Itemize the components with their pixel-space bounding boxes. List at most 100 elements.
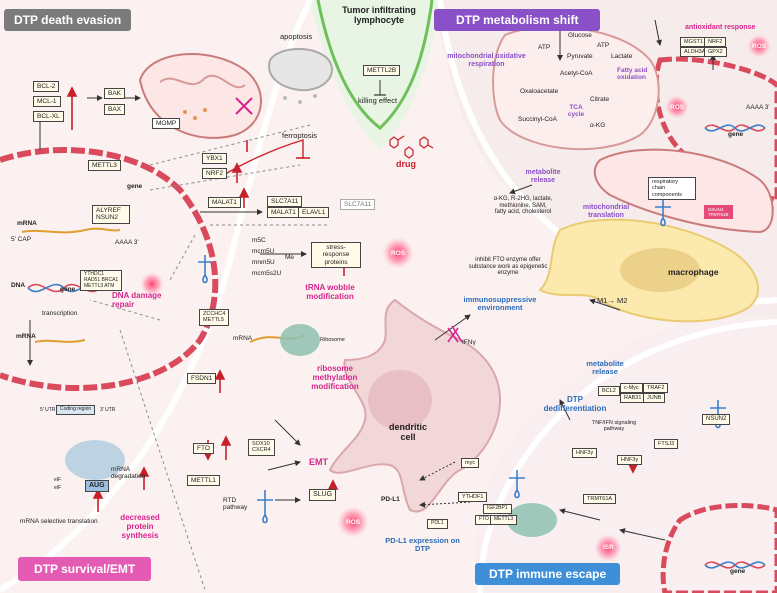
mrna-label-2: mRNA <box>16 333 36 340</box>
dna-gene-label: gene <box>60 286 76 293</box>
nrf2-box-left: NRF2 <box>202 168 227 180</box>
dendritic-cell-shape <box>328 298 502 513</box>
dna-helix-right <box>704 124 766 132</box>
dna-damage-repair-label: DNA damage repair <box>112 291 162 309</box>
isr-label: ISR <box>603 544 614 551</box>
ftsj3-box: FTSJ3 <box>654 439 679 450</box>
bax-box: BAX <box>104 104 126 116</box>
cap-label: 5' CAP <box>11 236 32 243</box>
nsun2-label: NSUN2 <box>96 214 119 222</box>
atp-label-1: ATP <box>597 42 610 49</box>
bcl2-box-immune: BCL2 <box>598 386 620 397</box>
macrophage-cell <box>538 218 759 323</box>
ros-emt-label: ROS <box>346 519 361 526</box>
cmyc-box: c-Myc <box>620 383 643 394</box>
ros-mid-right-label: ROS <box>670 104 685 111</box>
myc-box: myc <box>461 458 480 469</box>
tnf-pathway-label: TNF/IFN signaling pathway <box>591 420 637 433</box>
aaaa-label-nucleus: AAAA 3' <box>115 239 139 246</box>
mito-translation-label: mitochondrial translation <box>582 204 630 219</box>
mettl3-box-immune: METTL3 <box>490 515 518 525</box>
pdl1-box: PDL1 <box>427 519 448 529</box>
eif-label: eIF <box>54 477 62 483</box>
alyref-label: ALYREF <box>96 207 121 214</box>
selective-translation-label: mRNA selective translation <box>20 518 98 525</box>
ybx1-box: YBX1 <box>202 153 227 165</box>
gene-label-left: gene <box>127 183 143 190</box>
slc7a11-ext-box: SLC7A11 <box>340 199 376 211</box>
nrf2-box-right: NRF2 <box>704 37 727 48</box>
aaaa-label-right: AAAA 3' <box>746 104 770 111</box>
header-immune-escape: DTP immune escape <box>475 563 621 585</box>
emt-label: EMT <box>309 457 328 467</box>
decreased-synthesis-label: decreased protein synthesis <box>120 513 160 540</box>
respiratory-chain-box: respiratory chain components <box>648 177 696 200</box>
gene-label-right: gene <box>728 131 744 138</box>
header-survival-emt: DTP survival/EMT <box>18 557 152 581</box>
metabolites-list: α-KG, R-2HG, lactate, methionine, SAM, f… <box>493 196 553 216</box>
mettl2b-box: METTL2B <box>363 65 401 77</box>
citrate-label: Citrate <box>590 96 610 103</box>
malat1-box: MALAT1 <box>208 197 241 209</box>
igf2bp1-box: IGF2BP1 <box>483 504 512 514</box>
pdl1-label: PD-L1 <box>381 496 400 503</box>
dendritic-cell-label: dendritic cell <box>388 422 427 442</box>
bclxl-box: BCL-XL <box>33 111 64 123</box>
fto-inhibit-text: inhibit FTO enzyme offer substance work … <box>468 257 548 277</box>
fatty-acid-label: Fatty acid oxidation <box>617 67 648 82</box>
traf2-box: TRAF2 <box>643 383 669 394</box>
atp-label-2: ATP <box>538 44 551 51</box>
malat1-b-box: MALAT1 <box>267 207 300 219</box>
trna-mod-m5c: m5C <box>252 237 266 244</box>
stress-response-box: stress-response proteins <box>311 242 361 269</box>
drug-molecules <box>389 135 434 159</box>
elavl1-box: ELAVL1 <box>298 207 330 219</box>
slc7a11-box: SLC7A11 <box>267 196 303 208</box>
me-label: Me <box>285 254 295 261</box>
dedifferentiation-label: DTP dedifferentiation <box>543 395 607 413</box>
mcl1-box: MCL-1 <box>33 96 61 108</box>
rab31-box: RAB31 <box>620 393 646 404</box>
ifny-label: IFNγ <box>462 339 476 346</box>
nsun2-box-immune: NSUN2 <box>702 414 731 425</box>
bak-box: BAK <box>104 88 126 100</box>
ribosome-label: Ribosome <box>320 337 345 343</box>
mrna-label-nucleus: mRNA <box>17 220 37 227</box>
mito-respiration-label: mitochondrial oxidative respiration <box>447 53 526 68</box>
trna-mod-mcm5s2u: mcm5s2U <box>252 270 282 277</box>
trna-mod-mnm5u: mnm5U <box>252 259 275 266</box>
dna-label: DNA <box>11 282 26 289</box>
glucose-label: Glucose <box>568 32 592 39</box>
ferroptosis-label: ferroptosis <box>282 131 318 140</box>
m1-m2-label: M1→ M2 <box>597 296 628 305</box>
gene-label-bottom-right: gene <box>730 568 746 575</box>
ythdf1-box: YTHDF1 <box>458 492 488 503</box>
trmt61a-box: TRMT61A <box>583 494 617 505</box>
eif-label-2: eIF <box>54 485 62 491</box>
metabolite-release-label-bottom: metabolite release <box>586 359 624 377</box>
antioxidant-label: antioxidant response <box>685 24 756 31</box>
metabolite-release-label-top: metabolite release <box>525 169 561 184</box>
junb-box: JUNB <box>643 393 666 404</box>
zcchc4-mettl5-box: ZCCHC4 METTL5 <box>199 309 230 326</box>
ribosome-mrna-label: mRNA <box>233 335 253 342</box>
pdl1-expression-label: PD-L1 expression on DTP <box>385 536 460 554</box>
mettl1-box: METTL1 <box>187 475 220 487</box>
akg-label: α-KG <box>590 122 606 129</box>
ros-center-label: ROS <box>391 250 406 257</box>
nsun4-trmt61b-box: NSUN4 TRMT61B <box>704 205 733 220</box>
ribosome-methylation-label: ribosome methylation modification <box>311 364 359 391</box>
transcription-label: transcription <box>42 310 78 317</box>
mettl3-box: METTL3 <box>88 160 121 172</box>
macrophage-label: macrophage <box>668 267 719 277</box>
apoptosis-label: apoptosis <box>280 32 313 41</box>
pyruvate-label: Pyruvate <box>567 53 593 60</box>
gpx2-box: GPX2 <box>704 47 727 58</box>
acetyl-coa-label: Acetyl-CoA <box>560 70 593 77</box>
trna-wobble-label: tRNA wobble modification <box>305 283 355 301</box>
sox10-cxcr4-box: SOX10 CXCR4 <box>248 439 275 456</box>
drug-label: drug <box>396 159 416 169</box>
immunosuppressive-label: immunosuppressive environment <box>463 295 537 313</box>
bcl2-box: BCL-2 <box>33 81 60 93</box>
